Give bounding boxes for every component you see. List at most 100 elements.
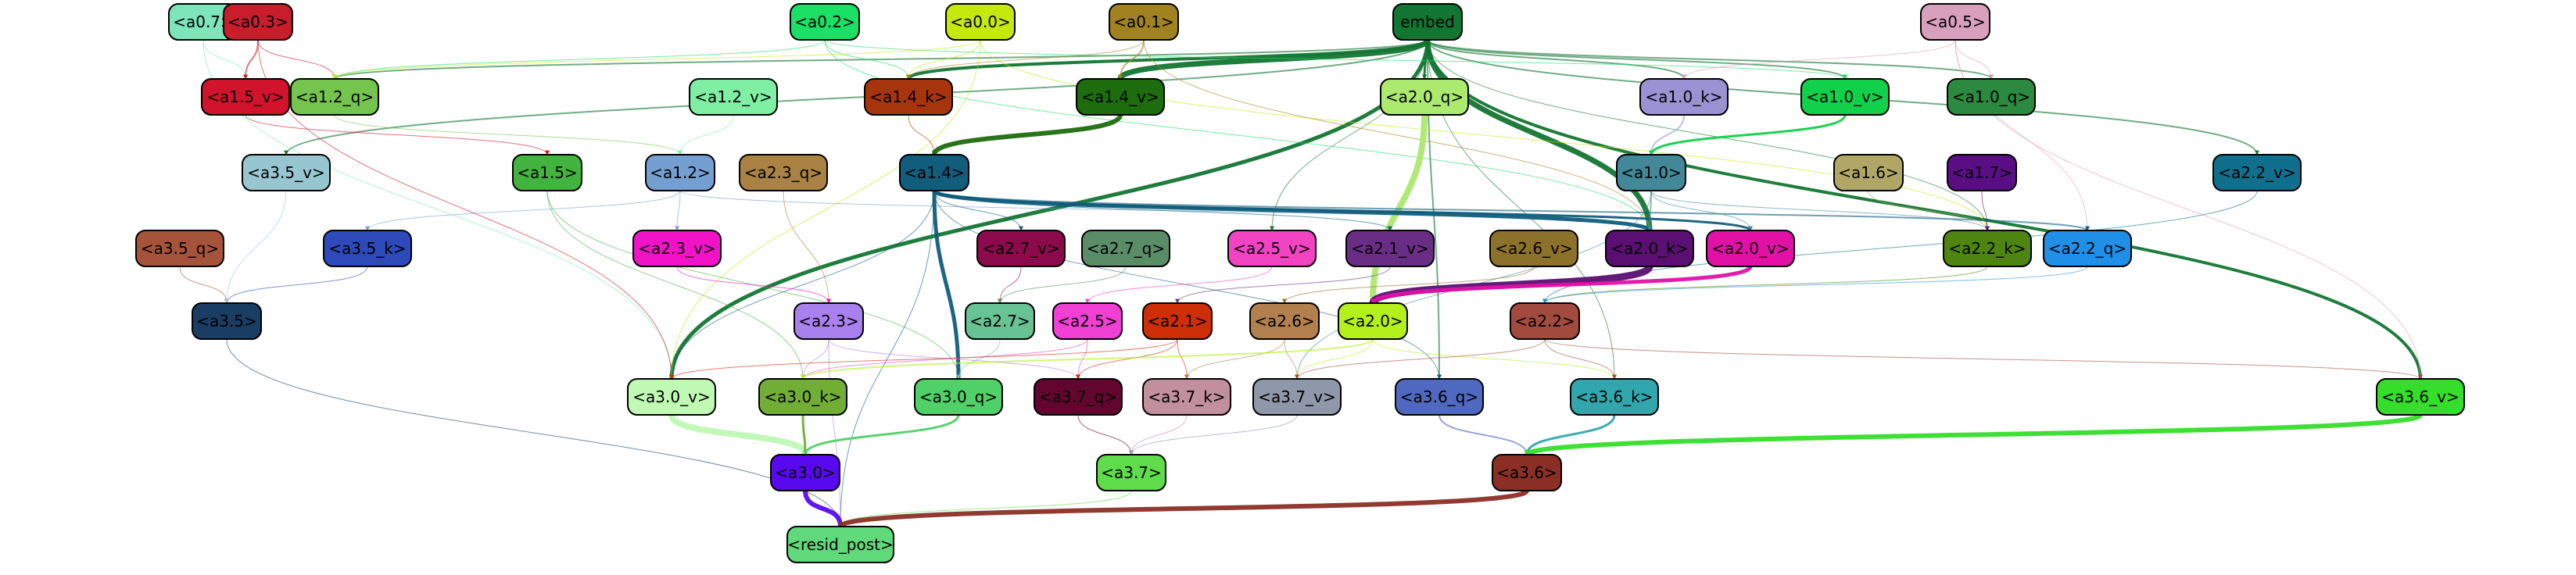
node-a0-3[interactable]: <a0.3> xyxy=(223,3,293,41)
edge-embed-to-a1_4_v xyxy=(1117,38,1431,80)
node-box xyxy=(1570,378,1659,416)
node-a2-2-k[interactable]: <a2.2_k> xyxy=(1943,230,2032,267)
node-box xyxy=(1034,378,1123,416)
node-a1-5-v[interactable]: <a1.5_v> xyxy=(201,78,290,116)
node-a2-0-v[interactable]: <a2.0_v> xyxy=(1706,230,1795,267)
edge-a2_3-to-resid_post xyxy=(828,338,843,527)
node-a3-5-q[interactable]: <a3.5_q> xyxy=(135,230,224,267)
node-a2-7-v[interactable]: <a2.7_v> xyxy=(976,230,1066,267)
edge-a2_5-to-a3_0_k xyxy=(801,338,1088,380)
node-a2-1-v[interactable]: <a2.1_v> xyxy=(1345,230,1435,267)
node-a2-6-v[interactable]: <a2.6_v> xyxy=(1489,230,1578,267)
node-a2-3[interactable]: <a2.3> xyxy=(794,302,864,340)
edge-a2_3-to-a3_7_q xyxy=(828,338,1080,380)
node-a3-7-v[interactable]: <a3.7_v> xyxy=(1252,378,1342,416)
node-label: <a2.7_q> xyxy=(1087,239,1165,258)
node-box xyxy=(632,230,722,267)
node-box xyxy=(770,454,840,491)
node-a1-5[interactable]: <a1.5> xyxy=(512,154,582,191)
node-a3-0-k[interactable]: <a3.0_k> xyxy=(758,378,847,416)
node-a3-7-k[interactable]: <a3.7_k> xyxy=(1142,378,1231,416)
node-a0-0[interactable]: <a0.0> xyxy=(945,3,1016,41)
node-label: <a1.7> xyxy=(1951,163,2012,182)
node-a1-4-v[interactable]: <a1.4_v> xyxy=(1076,78,1165,116)
node-a3-0[interactable]: <a3.0> xyxy=(770,454,840,491)
edge-a0_1-to-a1_4_v xyxy=(1118,39,1145,80)
node-label: <a3.7_k> xyxy=(1148,388,1225,406)
node-a2-3-v[interactable]: <a2.3_v> xyxy=(632,230,722,267)
node-label: <a3.7_q> xyxy=(1039,388,1117,406)
node-label: <a3.7> xyxy=(1101,463,1162,482)
node-a1-7[interactable]: <a1.7> xyxy=(1947,154,2017,191)
node-a2-1[interactable]: <a2.1> xyxy=(1142,302,1213,340)
node-label: <a2.3_v> xyxy=(638,239,715,258)
node-a1-0-q[interactable]: <a1.0_q> xyxy=(1947,78,2036,116)
node-a1-0-v[interactable]: <a1.0_v> xyxy=(1800,78,1890,116)
edge-a2_7-to-a3_0_q xyxy=(956,338,1001,380)
node-label: <resid_post> xyxy=(787,535,893,554)
node-a1-2-q[interactable]: <a1.2_q> xyxy=(290,78,379,116)
node-box xyxy=(1639,78,1729,116)
node-a3-5[interactable]: <a3.5> xyxy=(192,302,262,340)
edge-a1_0_k-to-a1_0 xyxy=(1649,114,1685,155)
node-a1-4-k[interactable]: <a1.4_k> xyxy=(864,78,953,116)
edge-a0_2-to-a1_0_v xyxy=(824,39,1847,80)
node-box xyxy=(1706,230,1795,267)
node-a3-5-v[interactable]: <a3.5_v> xyxy=(242,154,331,191)
node-a2-0-k[interactable]: <a2.0_k> xyxy=(1605,230,1694,267)
node-label: <a0.2> xyxy=(794,12,855,31)
edge-a3_5_v-to-a3_5 xyxy=(224,190,287,304)
node-label: <a2.0_q> xyxy=(1385,88,1464,106)
node-box xyxy=(1076,78,1165,116)
node-a3-6-q[interactable]: <a3.6_q> xyxy=(1395,378,1484,416)
node-box xyxy=(1109,3,1179,41)
edge-a0_0-to-a1_4_k xyxy=(906,39,981,80)
node-a3-5-k[interactable]: <a3.5_k> xyxy=(323,230,412,267)
node-a0-1[interactable]: <a0.1> xyxy=(1109,3,1179,41)
node-a3-0-v[interactable]: <a3.0_v> xyxy=(627,378,716,416)
node-label: <a2.1> xyxy=(1147,312,1208,330)
node-a2-7[interactable]: <a2.7> xyxy=(965,302,1035,340)
node-a1-2-v[interactable]: <a1.2_v> xyxy=(689,78,778,116)
node-box xyxy=(1947,78,2036,116)
node-a3-7[interactable]: <a3.7> xyxy=(1096,454,1166,491)
node-a1-6[interactable]: <a1.6> xyxy=(1833,154,1904,191)
node-label: <a2.7> xyxy=(969,312,1030,330)
node-a3-6[interactable]: <a3.6> xyxy=(1492,454,1562,491)
node-a3-0-q[interactable]: <a3.0_q> xyxy=(914,378,1003,416)
node-a1-0-k[interactable]: <a1.0_k> xyxy=(1639,78,1729,116)
node-a1-2[interactable]: <a1.2> xyxy=(645,154,715,191)
node-a3-6-k[interactable]: <a3.6_k> xyxy=(1570,378,1659,416)
edge-a1_0-to-a2_0_k xyxy=(1647,190,1653,231)
node-a2-2-q[interactable]: <a2.2_q> xyxy=(2043,230,2132,267)
node-box xyxy=(1096,454,1166,491)
edge-a3_7_q-to-a3_7 xyxy=(1077,414,1134,455)
node-a3-6-v[interactable]: <a3.6_v> xyxy=(2376,378,2465,416)
node-box xyxy=(1920,3,1990,41)
node-a1-4[interactable]: <a1.4> xyxy=(899,154,969,191)
node-a0-2[interactable]: <a0.2> xyxy=(790,3,860,41)
node-label: <a2.1_v> xyxy=(1351,239,1428,258)
node-a2-0-q[interactable]: <a2.0_q> xyxy=(1380,78,1469,116)
node-resid-post[interactable]: <resid_post> xyxy=(786,526,894,563)
node-label: <a3.6_k> xyxy=(1575,388,1653,406)
node-a2-0[interactable]: <a2.0> xyxy=(1338,302,1408,340)
node-a2-2-v[interactable]: <a2.2_v> xyxy=(2212,154,2302,191)
edge-a2_3_q-to-a2_3 xyxy=(783,190,831,304)
node-box xyxy=(1081,230,1170,267)
node-a2-7-q[interactable]: <a2.7_q> xyxy=(1081,230,1170,267)
node-a2-5-v[interactable]: <a2.5_v> xyxy=(1227,230,1317,267)
node-a2-3-q[interactable]: <a2.3_q> xyxy=(739,154,828,191)
edge-a3_6_k-to-a3_6 xyxy=(1524,414,1616,455)
edge-a1_4_k-to-a1_4 xyxy=(908,114,937,155)
node-a3-7-q[interactable]: <a3.7_q> xyxy=(1034,378,1123,416)
node-label: <a1.5> xyxy=(517,163,578,182)
node-a2-5[interactable]: <a2.5> xyxy=(1052,302,1123,340)
node-embed[interactable]: embed xyxy=(1392,3,1463,41)
node-box xyxy=(242,154,331,191)
node-a0-5[interactable]: <a0.5> xyxy=(1920,3,1990,41)
node-a1-0[interactable]: <a1.0> xyxy=(1616,154,1686,191)
node-a2-6[interactable]: <a2.6> xyxy=(1249,302,1320,340)
node-a2-2[interactable]: <a2.2> xyxy=(1510,302,1580,340)
